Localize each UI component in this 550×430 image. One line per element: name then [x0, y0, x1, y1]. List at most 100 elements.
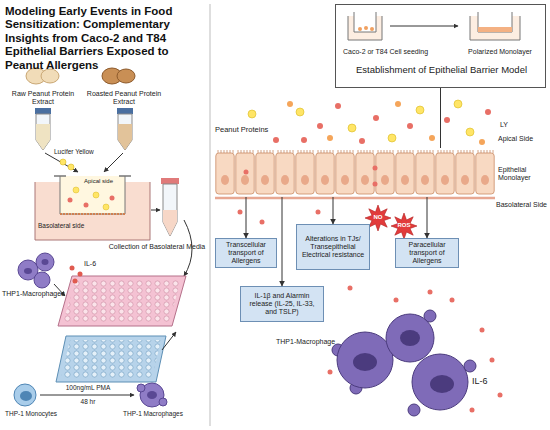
macrophage-cell [412, 354, 468, 410]
flow-arrow [390, 26, 458, 27]
cytokine-dot [328, 370, 333, 375]
cytokine-dot [428, 290, 433, 295]
transwell-insert [478, 12, 512, 32]
cytokine-dot [490, 358, 495, 363]
cell-nucleus [20, 391, 32, 401]
flow-arrow [162, 332, 176, 350]
allergen-dot [317, 123, 323, 129]
allergen-dot [335, 103, 341, 109]
annotation-label: THP1-Macrophage [276, 338, 338, 346]
cell-nucleus [147, 391, 157, 399]
allergen-dot [287, 101, 293, 107]
culture-plate [56, 336, 166, 382]
allergen-dot [273, 137, 279, 143]
node-text: Paracellular transport of Allergens [398, 241, 456, 265]
macrophage-cell [337, 332, 393, 388]
annotation-label: ROS [392, 222, 416, 229]
allergen-dot [395, 101, 401, 107]
lucifer-yellow-dot [416, 106, 424, 114]
annotation-label: Basolateral Side [496, 201, 550, 209]
cell-monolayer [478, 27, 512, 32]
process-box: IL-1β and Alarmin release (IL-25, IL-33,… [240, 286, 324, 322]
cell-nucleus [24, 268, 32, 274]
node-text: IL-1β and Alarmin release (IL-25, IL-33,… [243, 292, 321, 316]
process-box: Transcellular transport of Allergens [215, 238, 277, 268]
seeded-cell [358, 27, 362, 31]
lucifer-yellow-dot [248, 110, 256, 118]
extract-tube [118, 114, 132, 150]
tube-liquid [36, 124, 50, 150]
annotation-label: NO [368, 214, 388, 221]
node-text: Alterations in TJs/ Transepithelial Elec… [299, 235, 367, 259]
macrophage-cell [34, 272, 50, 288]
allergen-dot [244, 170, 249, 175]
process-box: Alterations in TJs/ Transepithelial Elec… [296, 224, 370, 270]
transwell-insert [354, 12, 376, 32]
annotation-label: THP-1 Macrophages [116, 410, 190, 417]
connector-arrow [282, 197, 283, 286]
cytokine-dot [73, 279, 78, 284]
tube-cap [117, 108, 133, 114]
allergen-dot [373, 115, 379, 121]
seeded-cell [370, 27, 374, 31]
cytokine-dot [470, 408, 475, 413]
connector-arrow [427, 197, 428, 238]
annotation-label: LY [500, 121, 520, 129]
allergen-dot [429, 135, 435, 141]
allergen-dot [444, 117, 450, 123]
cytokine-dot [348, 286, 353, 291]
model-frame: Caco-2 or T84 Cell seeding Polarized Mono… [335, 4, 546, 88]
cytokine-dot [70, 266, 75, 271]
annotation-label: 100ng/mL PMA [50, 384, 126, 391]
annotation-label: Roasted Peanut Protein Extract [82, 90, 166, 106]
process-box: Paracellular transport of Allergens [395, 238, 459, 268]
annotation-label: THP1-Macrophages [2, 290, 74, 298]
ros-burst [391, 213, 417, 239]
allergen-dot [359, 138, 365, 144]
roasted-peanut [117, 69, 135, 83]
basement-membrane [215, 197, 495, 200]
annotation-label: IL-6 [84, 260, 106, 268]
epithelial-band: Epithelial Monolayer [215, 148, 547, 197]
tube-liquid [163, 210, 177, 236]
tube-cap [161, 178, 179, 184]
title: Modeling Early Events in Food Sensitizat… [5, 5, 205, 72]
raw-peanut [41, 69, 59, 83]
pseudopod [137, 384, 145, 392]
node-text: Caco-2 or T84 Cell seeding [338, 48, 433, 56]
allergen-dot [238, 210, 243, 215]
lucifer-yellow-dot [348, 124, 356, 132]
connector-arrow [440, 88, 441, 148]
allergen-dot [301, 137, 307, 143]
allergen-dot [84, 203, 89, 208]
insert-rim [54, 175, 131, 177]
annotation-label: IL-6 [472, 376, 502, 386]
lucifer-yellow-dot [93, 192, 99, 198]
allergen-dot [373, 182, 378, 187]
lucifer-yellow-dot [388, 134, 396, 142]
annotation-label: Collection of Basolateral Media [108, 243, 206, 251]
allergen-dot [485, 109, 491, 115]
pseudopod [408, 404, 420, 416]
node-text: Establishment of Epithelial Barrier Mode… [344, 65, 539, 76]
flow-arrow [104, 153, 123, 172]
node-text: Transcellular transport of Allergens [218, 241, 274, 265]
plate-wells [63, 280, 181, 322]
connector-arrow [246, 197, 247, 238]
monocyte-cell [14, 384, 36, 406]
node-text: Polarized Monolayer [454, 48, 546, 56]
macrophage-cell [386, 314, 434, 362]
allergen-dot [260, 220, 265, 225]
annotation-label: Lucifer Yellow [54, 148, 114, 155]
cytokine-dot [498, 393, 503, 398]
annotation-label: Basolateral side [38, 222, 108, 229]
epithelial-monolayer [215, 148, 495, 197]
assay-plate [58, 276, 186, 326]
flow-arrow [45, 153, 78, 172]
pseudopod [159, 398, 167, 406]
extract-tube [36, 114, 50, 150]
allergen-dot [110, 196, 115, 201]
lucifer-yellow-dot [103, 204, 109, 210]
annotation-label: Peanut Proteins [215, 126, 295, 135]
macrophage-cell [36, 253, 54, 271]
